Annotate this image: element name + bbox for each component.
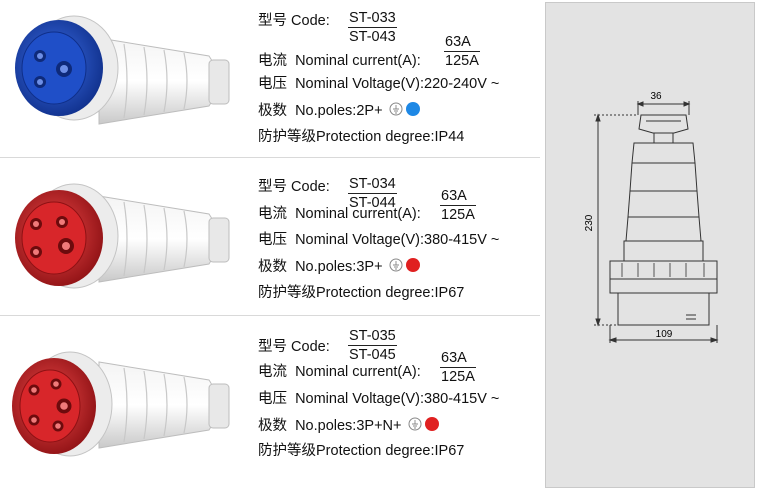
poles-symbol — [408, 417, 439, 431]
poles-value: 3P+N+ — [356, 418, 402, 434]
dimension-drawing: 36 230 109 — [584, 91, 719, 343]
code-bottom: ST-043 — [349, 29, 396, 45]
row-separator — [0, 315, 540, 316]
dimension-drawing-panel: 36 230 109 — [545, 2, 755, 488]
poles-label-cn: 极数 — [258, 418, 287, 434]
poles-label-cn: 极数 — [258, 259, 287, 275]
voltage-value: 380-415V ~ — [424, 391, 500, 407]
current-bottom: 125A — [441, 369, 475, 385]
current-top: 63A — [440, 350, 476, 368]
protection-value: IP67 — [434, 443, 465, 459]
current-label: Nominal current(A): — [295, 206, 421, 222]
ground-icon — [389, 258, 403, 272]
protection-label: 防护等级Protection degree: — [258, 443, 435, 459]
current-values: 63A 125A — [440, 188, 476, 223]
protection-value: IP67 — [434, 285, 465, 301]
code-label-cn: 型号 — [258, 179, 287, 195]
voltage-value: 220-240V ~ — [424, 76, 500, 92]
dim-height: 230 — [584, 214, 595, 231]
current-top: 63A — [440, 188, 476, 206]
poles-value: 3P+ — [356, 259, 383, 275]
code-label-cn: 型号 — [258, 339, 287, 355]
current-bottom: 125A — [445, 53, 479, 69]
voltage-label: Nominal Voltage(V): — [295, 232, 425, 248]
code-bottom: ST-044 — [349, 195, 396, 211]
current-bottom: 125A — [441, 207, 475, 223]
poles-value: 2P+ — [356, 103, 383, 119]
code-values: ST-035 ST-045 — [348, 328, 397, 363]
voltage-label: Nominal Voltage(V): — [295, 391, 425, 407]
code-top: ST-035 — [348, 328, 397, 346]
poles-label: No.poles: — [295, 259, 357, 275]
code-label: Code: — [291, 339, 330, 355]
current-values: 63A 125A — [444, 34, 480, 69]
ground-icon — [408, 417, 422, 431]
poles-label: No.poles: — [295, 103, 357, 119]
protection-label: 防护等级Protection degree: — [258, 129, 435, 145]
code-values: ST-034 ST-044 — [348, 176, 397, 211]
protection-value: IP44 — [434, 129, 465, 145]
plug-image-red-5pin — [12, 351, 230, 457]
code-label-cn: 型号 — [258, 13, 287, 29]
voltage-label-cn: 电压 — [258, 232, 287, 248]
dim-width-top: 36 — [650, 91, 662, 102]
current-top: 63A — [444, 34, 480, 52]
pole-color-dot — [405, 102, 420, 116]
poles-label: No.poles: — [295, 418, 357, 434]
poles-symbol — [389, 258, 420, 272]
code-label: Code: — [291, 179, 330, 195]
product-row-3: 型号 Code: ST-035 ST-045 电流 Nominal curren… — [0, 316, 540, 474]
code-bottom: ST-045 — [349, 347, 396, 363]
ground-icon — [389, 102, 403, 116]
current-label: Nominal current(A): — [295, 364, 421, 380]
dim-width-bottom: 109 — [656, 329, 673, 340]
voltage-value: 380-415V ~ — [424, 232, 500, 248]
pole-color-dot — [424, 417, 439, 431]
product-row-2: 型号 Code: ST-034 ST-044 电流 Nominal curren… — [0, 158, 540, 316]
product-row-1: 型号 Code: ST-033 ST-043 电流 Nominal curren… — [0, 0, 540, 158]
plug-image-blue — [15, 15, 230, 125]
current-values: 63A 125A — [440, 350, 476, 385]
current-label-cn: 电流 — [258, 206, 287, 222]
pole-color-dot — [405, 258, 420, 272]
plug-image-red — [15, 183, 230, 289]
code-label: Code: — [291, 13, 330, 29]
row-separator — [0, 157, 540, 158]
voltage-label: Nominal Voltage(V): — [295, 76, 425, 92]
current-label: Nominal current(A): — [295, 53, 421, 69]
current-label-cn: 电流 — [258, 53, 287, 69]
voltage-label-cn: 电压 — [258, 391, 287, 407]
code-top: ST-034 — [348, 176, 397, 194]
poles-symbol — [389, 102, 420, 116]
protection-label: 防护等级Protection degree: — [258, 285, 435, 301]
code-top: ST-033 — [348, 10, 397, 28]
poles-label-cn: 极数 — [258, 103, 287, 119]
code-values: ST-033 ST-043 — [348, 10, 397, 45]
voltage-label-cn: 电压 — [258, 76, 287, 92]
current-label-cn: 电流 — [258, 364, 287, 380]
